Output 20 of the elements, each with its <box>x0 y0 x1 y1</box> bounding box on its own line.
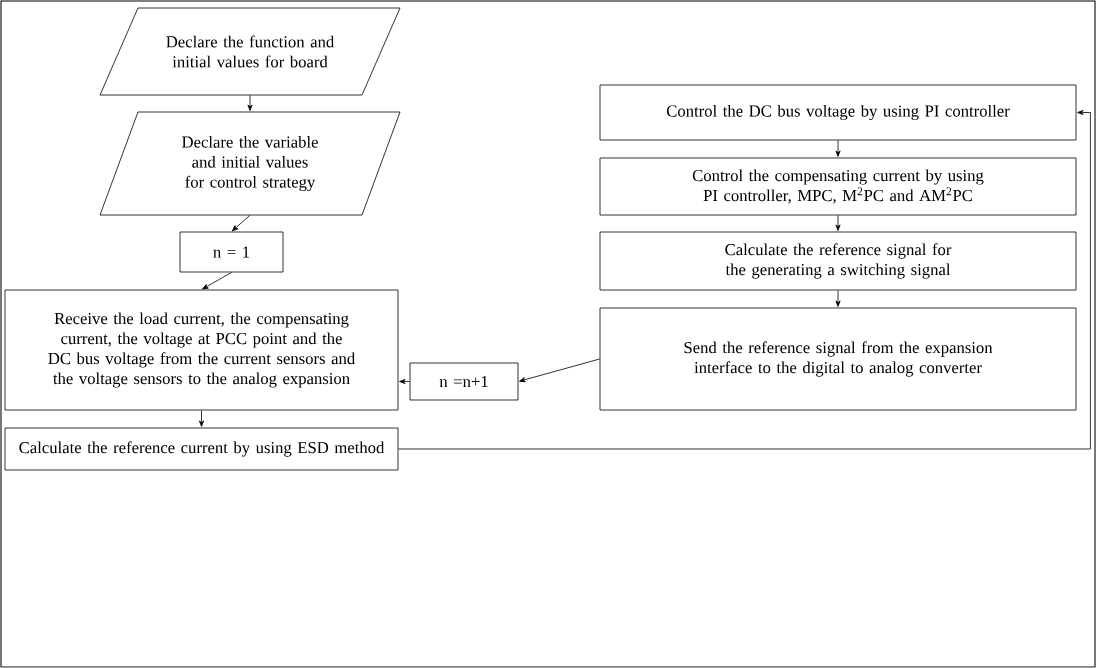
arrow <box>202 272 232 290</box>
process-box: Control the DC bus voltage by using PI controller <box>599 84 1077 141</box>
arrow <box>835 215 841 231</box>
arrow <box>247 94 253 111</box>
process-box: n =n+1 <box>409 362 519 401</box>
input-parallelogram: Declare the variable and initial values for control strategy <box>99 111 401 216</box>
arrow <box>835 140 841 157</box>
process-box: Receive the load current, the compensating current, the voltage at PCC point and the DC bus voltage from the current sensors and the voltage sensors to the analog expansion <box>4 289 399 411</box>
arrow <box>519 358 600 383</box>
arrow <box>398 110 1091 450</box>
process-box: Control the compensating current by using PI controller, MPC, M$^{2}$PC and AM$^{2}$PC <box>599 157 1077 216</box>
process-box: Calculate the reference signal for the generating a switching signal <box>599 231 1077 291</box>
input-parallelogram: Declare the function and initial values for board <box>99 7 401 96</box>
arrow <box>835 290 841 307</box>
arrow <box>231 214 251 232</box>
process-box: Calculate the reference current by using ESD method <box>4 427 399 471</box>
arrow <box>199 410 204 427</box>
process-box: Send the reference signal from the expansion interface to the digital to analog converter <box>599 307 1077 411</box>
process-box: n = 1 <box>179 231 284 273</box>
arrow <box>399 379 410 384</box>
